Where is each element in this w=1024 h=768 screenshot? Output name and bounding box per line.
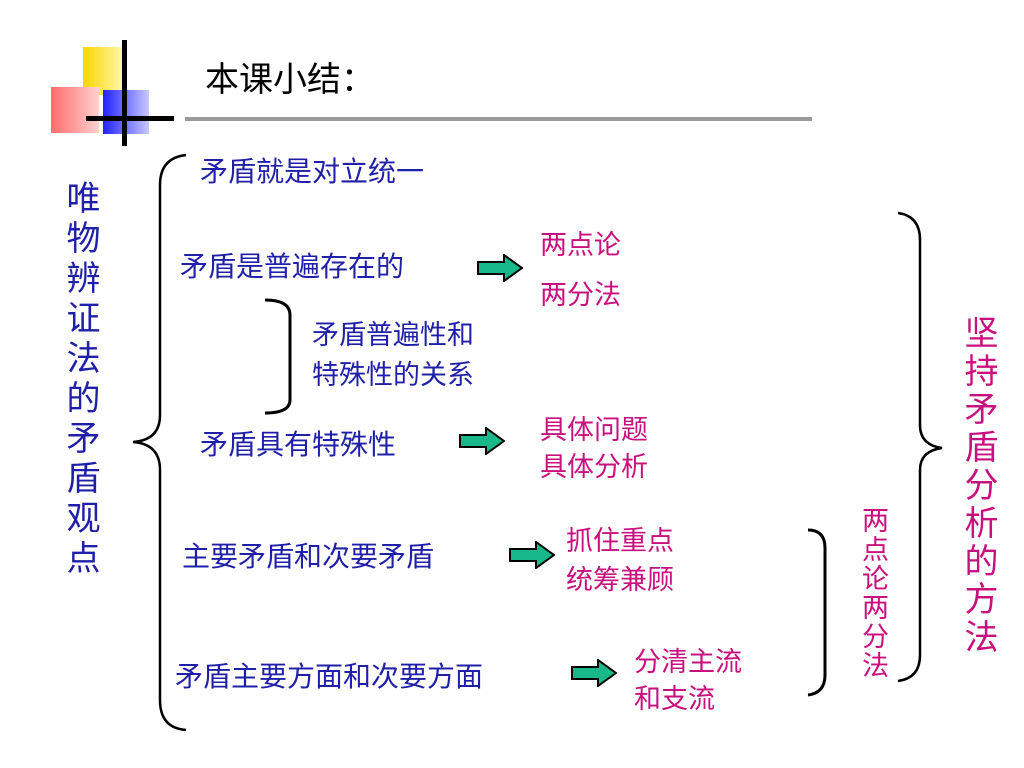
result-two-points-line1: 两点论 — [540, 230, 621, 261]
item-principal-aspect: 矛盾主要方面和次要方面 — [175, 660, 484, 693]
mid-vertical-label: 两点论两分法 — [857, 506, 888, 680]
arrow-icon — [571, 659, 617, 687]
item-relation-line1: 矛盾普遍性和 — [312, 320, 474, 351]
arrow-icon — [509, 541, 555, 569]
left-vertical-label: 唯物辨证法的矛盾观点 — [60, 180, 100, 580]
arrow-icon — [477, 254, 523, 282]
result-focus-line2: 统筹兼顾 — [566, 565, 674, 596]
small-right-bracket — [807, 528, 827, 697]
result-two-points-line2: 两分法 — [540, 280, 621, 311]
result-focus-line1: 抓住重点 — [566, 526, 674, 557]
right-vertical-label: 坚持矛盾分析的方法 — [958, 315, 998, 657]
right-big-brace — [897, 211, 943, 683]
inner-bracket — [264, 298, 292, 415]
item-contradiction-unity: 矛盾就是对立统一 — [200, 155, 425, 188]
logo-horizontal-bar — [86, 116, 174, 121]
item-relation-line2: 特殊性的关系 — [312, 360, 474, 391]
red-square — [51, 87, 99, 133]
result-mainstream-line1: 分清主流 — [634, 647, 742, 678]
result-concrete-line1: 具体问题 — [540, 415, 648, 446]
item-principal-contradiction: 主要矛盾和次要矛盾 — [182, 540, 435, 573]
logo-decoration — [48, 40, 188, 150]
item-universality: 矛盾是普遍存在的 — [180, 250, 405, 283]
left-big-brace — [132, 153, 187, 732]
title-divider — [185, 117, 812, 121]
logo-vertical-bar — [122, 40, 127, 146]
item-particularity: 矛盾具有特殊性 — [200, 428, 397, 461]
page-title: 本课小结： — [205, 60, 375, 100]
result-mainstream-line2: 和支流 — [634, 684, 715, 715]
arrow-icon — [459, 427, 505, 455]
result-concrete-line2: 具体分析 — [540, 452, 648, 483]
